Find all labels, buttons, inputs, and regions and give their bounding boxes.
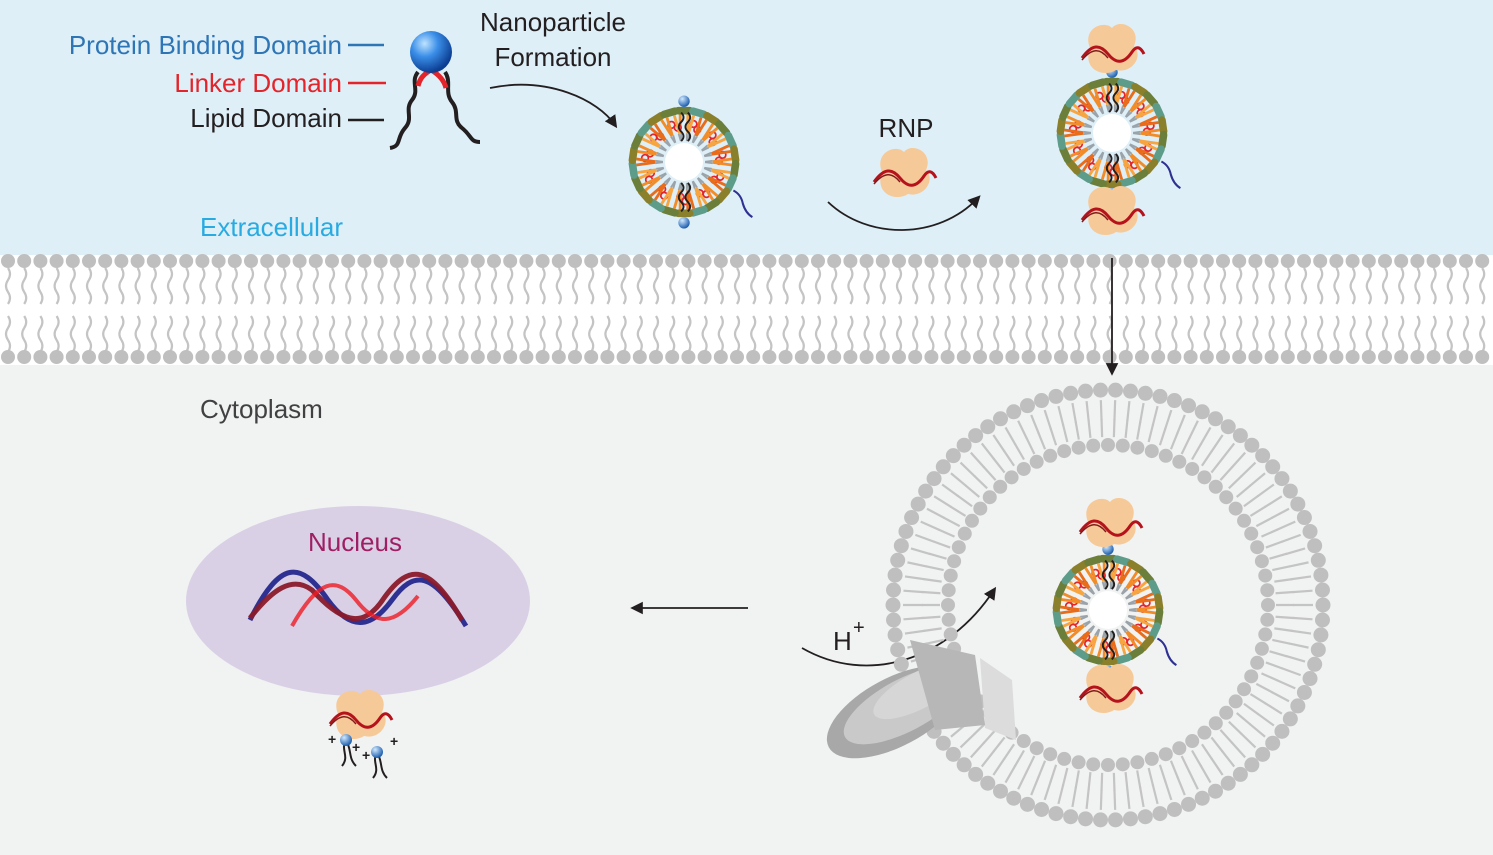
lipid-nanoparticle-rnp-loaded (1056, 66, 1181, 200)
cytoplasm-label: Cytoplasm (200, 394, 323, 424)
proton-pump-icon (826, 640, 1016, 759)
dna-double-helix-icon (247, 569, 469, 628)
nucleus-label: Nucleus (308, 527, 402, 557)
released-rnp-complex-icon: + + + + (328, 688, 398, 779)
lipidoid-molecule-icon (389, 31, 481, 150)
lipid-domain-label: Lipid Domain (190, 103, 342, 133)
rnp-binding-arrow (827, 195, 981, 231)
membrane-region (0, 255, 1493, 365)
proton-label: H (833, 626, 852, 656)
proton-charge-label: + (853, 617, 865, 639)
linker-domain-label: Linker Domain (174, 68, 342, 98)
nanoparticle-formation-label-line2: Formation (494, 42, 611, 72)
nanoparticle-formation-label-line1: Nanoparticle (480, 7, 626, 37)
plasma-membrane (1, 254, 1490, 364)
svg-text:+: + (390, 733, 398, 749)
rnp-label: RNP (879, 113, 934, 143)
svg-text:+: + (328, 731, 336, 747)
protein-binding-domain-label: Protein Binding Domain (69, 30, 342, 60)
nanoparticle-formation-arrow (489, 83, 618, 129)
lipid-nanoparticle-empty (628, 95, 753, 229)
svg-text:+: + (352, 739, 360, 755)
svg-text:+: + (362, 747, 370, 763)
lipid-nanoparticle-in-endosome (1052, 543, 1177, 677)
extracellular-label: Extracellular (200, 212, 343, 242)
